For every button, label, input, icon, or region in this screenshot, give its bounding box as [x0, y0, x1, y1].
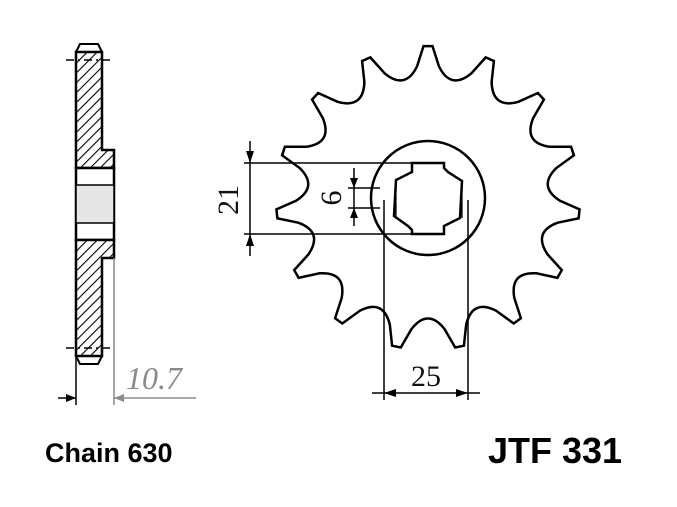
hub-circle [369, 139, 487, 257]
side-web-lower [74, 238, 116, 358]
thickness-arrow-right [114, 394, 124, 402]
dim25-arrow-left [384, 389, 396, 397]
dim25-arrow-right [456, 389, 468, 397]
dim21-arrow-top [246, 151, 254, 163]
thickness-arrow-left [66, 394, 76, 402]
dim6-arrow-top [350, 178, 358, 188]
dim21-arrow-bottom [246, 234, 254, 246]
side-hub-bore-band [75, 184, 115, 224]
splined-bore [392, 161, 464, 236]
chain-label: Chain 630 [45, 438, 173, 468]
side-tooth-top [75, 43, 103, 53]
side-view: 10.7 [58, 43, 196, 405]
part-number: JTF 331 [488, 430, 623, 471]
bore-diameter-label: 25 [411, 360, 441, 393]
side-web-upper [74, 50, 116, 170]
thickness-dimension-label: 10.7 [126, 360, 184, 396]
front-view: 21 6 25 [212, 44, 581, 400]
key-width-label: 6 [315, 191, 348, 206]
spline-height-label: 21 [212, 185, 245, 215]
dim6-arrow-bottom [350, 208, 358, 218]
side-tooth-bottom [75, 355, 103, 365]
